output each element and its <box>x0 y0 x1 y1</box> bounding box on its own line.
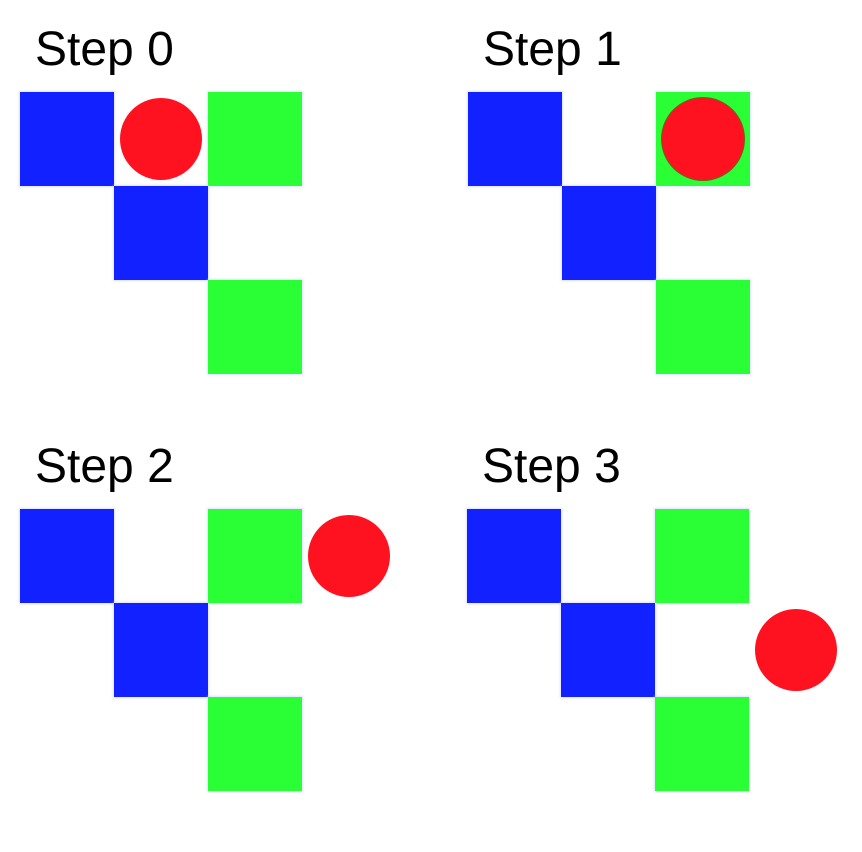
step-label: Step 2 <box>35 440 174 493</box>
blue-tile <box>467 509 561 603</box>
agent-marker <box>755 609 837 691</box>
game-grid <box>468 92 750 374</box>
blue-tile <box>562 186 656 280</box>
green-tile <box>208 509 302 603</box>
step-panel-0: Step 0 <box>20 20 420 420</box>
blue-tile <box>20 509 114 603</box>
blue-tile <box>561 603 655 697</box>
green-tile <box>655 697 749 791</box>
green-tile <box>655 509 749 603</box>
step-panel-1: Step 1 <box>468 20 862 420</box>
game-grid <box>20 509 390 791</box>
game-grid <box>20 92 302 374</box>
agent-marker <box>308 515 390 597</box>
step-panel-3: Step 3 <box>467 437 862 837</box>
step-panel-2: Step 2 <box>20 437 420 837</box>
green-tile <box>656 280 750 374</box>
step-label: Step 3 <box>482 440 621 493</box>
blue-tile <box>114 603 208 697</box>
blue-tile <box>20 92 114 186</box>
green-tile <box>208 92 302 186</box>
step-label: Step 1 <box>483 23 622 76</box>
game-grid <box>467 509 837 791</box>
agent-marker <box>120 98 202 180</box>
blue-tile <box>114 186 208 280</box>
agent-marker <box>662 98 744 180</box>
green-tile <box>208 280 302 374</box>
blue-tile <box>468 92 562 186</box>
green-tile <box>208 697 302 791</box>
step-label: Step 0 <box>35 23 174 76</box>
